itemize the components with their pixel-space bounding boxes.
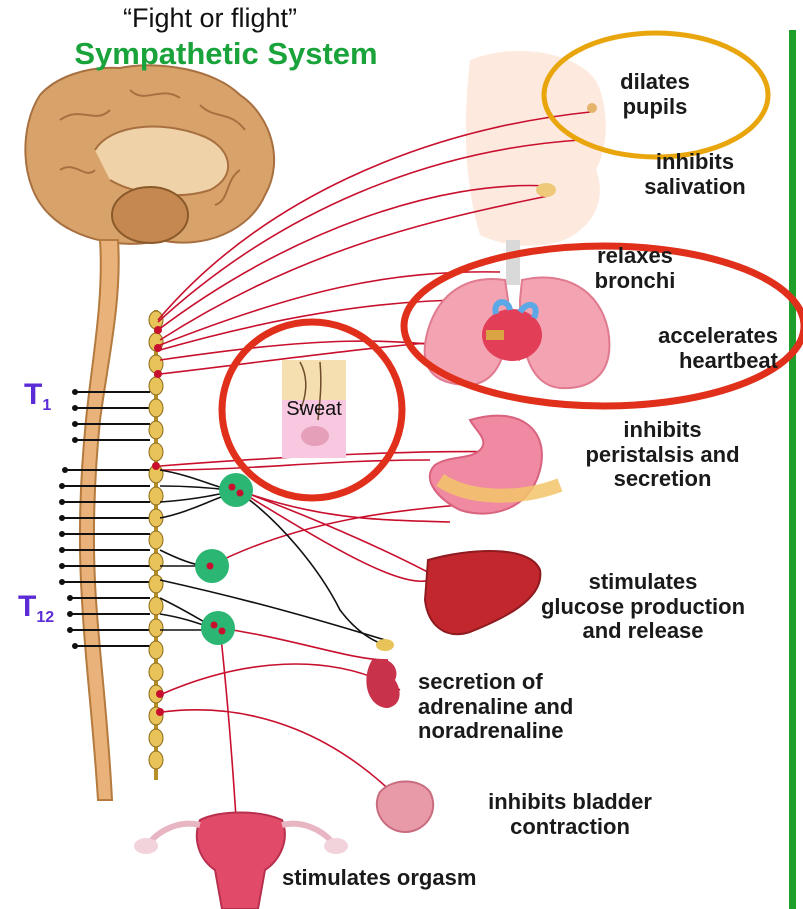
- diagram-subtitle: “Fight or flight”: [60, 4, 360, 34]
- label-dilates-pupils: dilates pupils: [590, 70, 720, 119]
- segment-t1-number: 1: [42, 397, 51, 414]
- uterus: [134, 813, 348, 909]
- label-secretion-adrenaline: secretion of adrenaline and noradrenalin…: [418, 670, 648, 744]
- prevertebral-ganglia: [195, 473, 253, 645]
- adrenal-kidney: [366, 639, 399, 708]
- segment-label-t12: T12: [18, 590, 54, 627]
- segment-t1-letter: T: [24, 378, 42, 411]
- label-relaxes-bronchi: relaxes bronchi: [560, 244, 710, 293]
- right-border-bar: [789, 30, 796, 909]
- annotation-sweat: Sweat: [264, 398, 364, 421]
- brain: [25, 65, 274, 244]
- bladder: [377, 782, 433, 833]
- preganglionic-fibres: [160, 470, 385, 645]
- segment-t12-number: 12: [36, 609, 54, 626]
- spinal-cord: [80, 240, 119, 800]
- label-inhibits-bladder: inhibits bladder contraction: [455, 790, 685, 839]
- label-stimulates-glucose: stimulates glucose production and releas…: [498, 570, 788, 644]
- sympathetic-chain: [149, 310, 164, 780]
- label-accelerates-heartbeat: accelerates heartbeat: [598, 324, 778, 373]
- face-silhouette: [466, 51, 606, 246]
- segment-label-t1: T1: [24, 378, 51, 415]
- label-inhibits-peristalsis: inhibits peristalsis and secretion: [540, 418, 785, 492]
- diagram-title: Sympathetic System: [46, 36, 406, 72]
- label-stimulates-orgasm: stimulates orgasm: [282, 866, 582, 891]
- segment-t12-letter: T: [18, 590, 36, 623]
- spinal-nerve-lines: [62, 392, 150, 646]
- label-inhibits-salivation: inhibits salivation: [605, 150, 785, 199]
